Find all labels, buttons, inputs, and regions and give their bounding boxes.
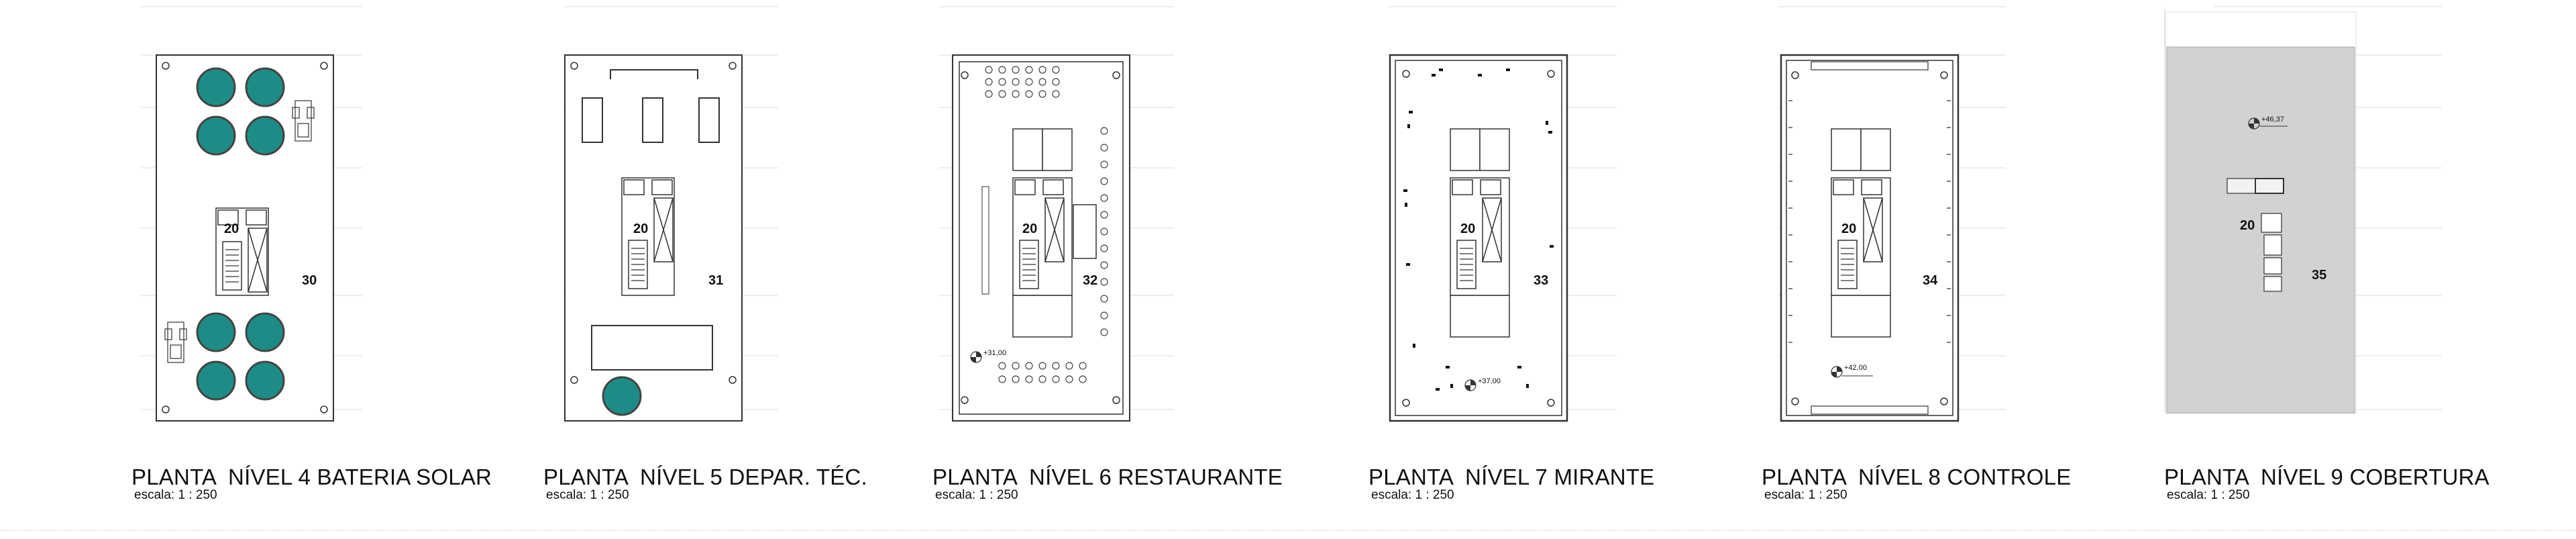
room-number-floor: 35 [2312,268,2327,283]
plan-scale: escala: 1 : 250 [2167,488,2250,502]
room-number-floor: 33 [1534,273,1549,288]
plan-title: PLANTA NÍVEL 4 BATERIA SOLAR [131,464,492,489]
plan-level-8: +42,00 20 34 PLANTA NÍVEL 8 CONTROLE esc… [1717,0,2147,539]
floor-plan-drawing [141,6,362,422]
room-number-floor: 31 [708,273,724,288]
sheet-border [0,530,2576,531]
plan-title: PLANTA NÍVEL 8 CONTROLE [1762,464,2072,489]
floor-plan-drawing [1778,6,2006,422]
level-marker: +31,00 [983,349,1006,357]
plan-title: PLANTA NÍVEL 6 RESTAURANTE [932,464,1283,489]
plan-title: PLANTA NÍVEL 7 MIRANTE [1368,464,1655,489]
level-marker: +46,37 [2261,115,2284,124]
room-number-floor: 34 [1923,273,1938,288]
plan-scale: escala: 1 : 250 [935,488,1018,502]
plan-scale: escala: 1 : 250 [1371,488,1454,502]
plan-level-5: 20 31 PLANTA NÍVEL 5 DEPAR. TÉC. escala:… [429,0,867,539]
plan-level-6: +31,00 20 32 PLANTA NÍVEL 6 RESTAURANTE … [859,0,1288,539]
plan-scale: escala: 1 : 250 [1764,488,1847,502]
plan-scale: escala: 1 : 250 [134,488,217,502]
plan-title: PLANTA NÍVEL 9 COBERTURA [2164,464,2489,489]
level-marker-symbol [970,351,982,363]
plan-level-7: +37,00 20 33 PLANTA NÍVEL 7 MIRANTE esca… [1288,0,1717,539]
level-marker: +37,00 [1478,377,1501,385]
room-number-core: 20 [633,222,649,236]
floor-plan-drawing [939,6,1174,422]
room-number-core: 20 [224,222,239,236]
room-number-floor: 32 [1083,273,1098,288]
plan-title: PLANTA NÍVEL 5 DEPAR. TÉC. [543,464,867,489]
level-marker: +42,00 [1844,364,1867,372]
room-number-core: 20 [1841,222,1857,236]
plan-scale: escala: 1 : 250 [546,488,629,502]
room-number-floor: 30 [302,273,317,288]
room-number-core: 20 [2240,218,2255,233]
room-number-core: 20 [1460,222,1476,236]
plan-level-9: +46,37 20 35 PLANTA NÍVEL 9 COBERTURA es… [2147,0,2576,539]
floor-plan-drawing [1389,6,1617,422]
room-number-core: 20 [1022,222,1038,236]
floor-plan-drawing [564,6,778,422]
floor-plan-drawing [2164,6,2442,414]
plan-level-4: 20 30 PLANTA NÍVEL 4 BATERIA SOLAR escal… [0,0,492,539]
